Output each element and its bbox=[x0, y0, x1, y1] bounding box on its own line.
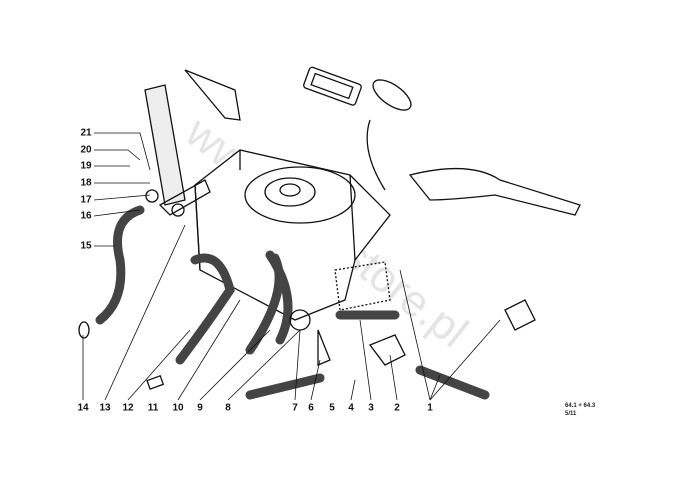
leader-lines bbox=[82, 132, 501, 401]
callout-4: 4 bbox=[348, 402, 354, 414]
callout-21: 21 bbox=[80, 127, 92, 139]
callout-5: 5 bbox=[329, 402, 335, 414]
callout-2: 2 bbox=[394, 402, 400, 414]
callout-20: 20 bbox=[80, 144, 92, 156]
callout-7: 7 bbox=[292, 402, 298, 414]
callout-19: 19 bbox=[80, 160, 92, 172]
callout-8: 8 bbox=[225, 402, 231, 414]
callout-1: 1 bbox=[427, 402, 433, 414]
callout-17: 17 bbox=[80, 194, 92, 206]
small-parts bbox=[78, 167, 581, 390]
callout-12: 12 bbox=[122, 402, 134, 414]
callout-6: 6 bbox=[308, 402, 314, 414]
callout-11: 11 bbox=[147, 402, 159, 414]
callout-15: 15 bbox=[80, 240, 92, 252]
callout-14: 14 bbox=[77, 402, 89, 414]
coolant-pipe bbox=[144, 84, 211, 217]
callout-10: 10 bbox=[172, 402, 184, 414]
callout-18: 18 bbox=[80, 177, 92, 189]
callout-3: 3 bbox=[368, 402, 374, 414]
callout-13: 13 bbox=[99, 402, 111, 414]
callout-16: 16 bbox=[80, 210, 92, 222]
diagram-code-line2: 5/11 bbox=[565, 411, 577, 417]
diagram-code-line1: 64.1 + 64.3 bbox=[565, 403, 596, 409]
callout-9: 9 bbox=[197, 402, 203, 414]
diagram-code: 64.1 + 64.3 5/11 bbox=[565, 402, 595, 418]
hoses bbox=[95, 205, 490, 400]
air-intake-ducts bbox=[184, 66, 412, 191]
